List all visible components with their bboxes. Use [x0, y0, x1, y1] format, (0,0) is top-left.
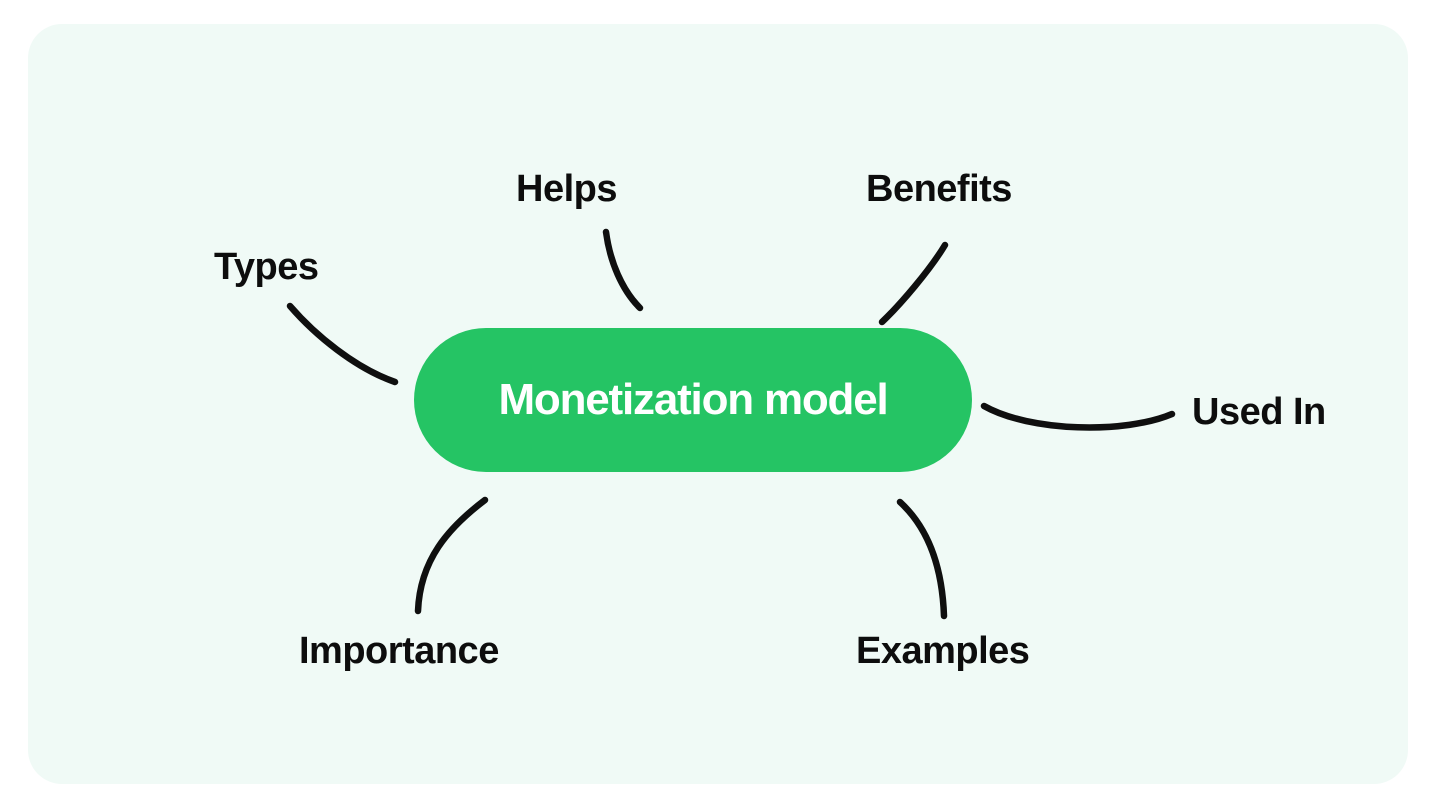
branch-node-types[interactable]: Types [214, 246, 319, 288]
branch-node-importance[interactable]: Importance [299, 630, 499, 672]
center-node[interactable]: Monetization model [414, 328, 972, 472]
branch-node-benefits[interactable]: Benefits [866, 168, 1012, 210]
branch-node-used-in[interactable]: Used In [1192, 391, 1326, 433]
branch-node-helps[interactable]: Helps [516, 168, 617, 210]
branch-node-examples[interactable]: Examples [856, 630, 1030, 672]
center-node-label: Monetization model [498, 375, 888, 424]
